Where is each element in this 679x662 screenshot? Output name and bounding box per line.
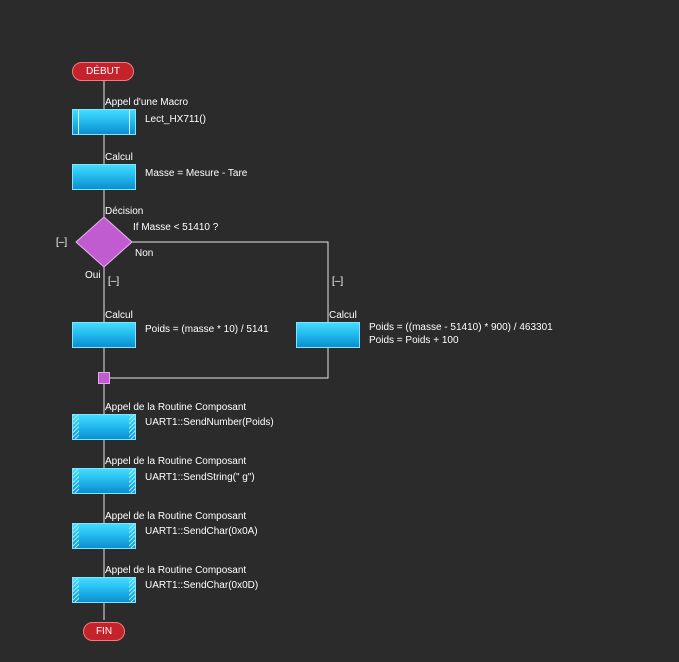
end-terminal[interactable]: FIN xyxy=(83,622,125,641)
routine-call-block[interactable] xyxy=(72,523,136,549)
decision-condition: If Masse < 51410 ? xyxy=(133,222,219,233)
connector-no-branch xyxy=(110,241,329,379)
routine-call-text: UART1::SendChar(0x0D) xyxy=(145,580,259,591)
calc-no-block[interactable] xyxy=(296,322,360,348)
routine-call-block[interactable] xyxy=(72,414,136,440)
macro-call-text: Lect_HX711() xyxy=(145,114,206,125)
routine-type-label: Appel de la Routine Composant xyxy=(105,402,247,413)
decision-yes-label: Oui xyxy=(85,270,101,281)
routine-type-label: Appel de la Routine Composant xyxy=(105,565,247,576)
routine-call-text: UART1::SendChar(0x0A) xyxy=(145,526,258,537)
start-terminal[interactable]: DÉBUT xyxy=(72,62,134,81)
routine-type-label: Appel de la Routine Composant xyxy=(105,511,247,522)
calc-yes-text: Poids = (masse * 10) / 5141 xyxy=(145,324,269,335)
no-branch-collapse-toggle[interactable]: [–] xyxy=(332,276,344,287)
decision-type-label: Décision xyxy=(105,206,144,217)
routine-call-text: UART1::SendString(" g") xyxy=(145,472,255,483)
calc-no-type-label: Calcul xyxy=(329,310,357,321)
decision-no-label: Non xyxy=(135,248,154,259)
calc1-text: Masse = Mesure - Tare xyxy=(145,168,248,179)
branch-junction[interactable] xyxy=(98,372,110,384)
macro-call-block[interactable] xyxy=(72,109,136,135)
routine-call-block[interactable] xyxy=(72,468,136,494)
calc-no-text-line1: Poids = ((masse - 51410) * 900) / 463301 xyxy=(369,322,553,333)
calc1-type-label: Calcul xyxy=(105,152,133,163)
calc-no-text-line2: Poids = Poids + 100 xyxy=(369,335,459,346)
routine-call-text: UART1::SendNumber(Poids) xyxy=(145,417,274,428)
calc-yes-block[interactable] xyxy=(72,322,136,348)
routine-type-label: Appel de la Routine Composant xyxy=(105,456,247,467)
calc1-block[interactable] xyxy=(72,164,136,190)
routine-call-block[interactable] xyxy=(72,577,136,603)
macro-type-label: Appel d'une Macro xyxy=(105,97,189,108)
calc-yes-type-label: Calcul xyxy=(105,310,133,321)
decision-collapse-toggle[interactable]: [–] xyxy=(56,237,68,248)
yes-branch-collapse-toggle[interactable]: [–] xyxy=(108,276,120,287)
decision-diamond xyxy=(75,216,133,268)
